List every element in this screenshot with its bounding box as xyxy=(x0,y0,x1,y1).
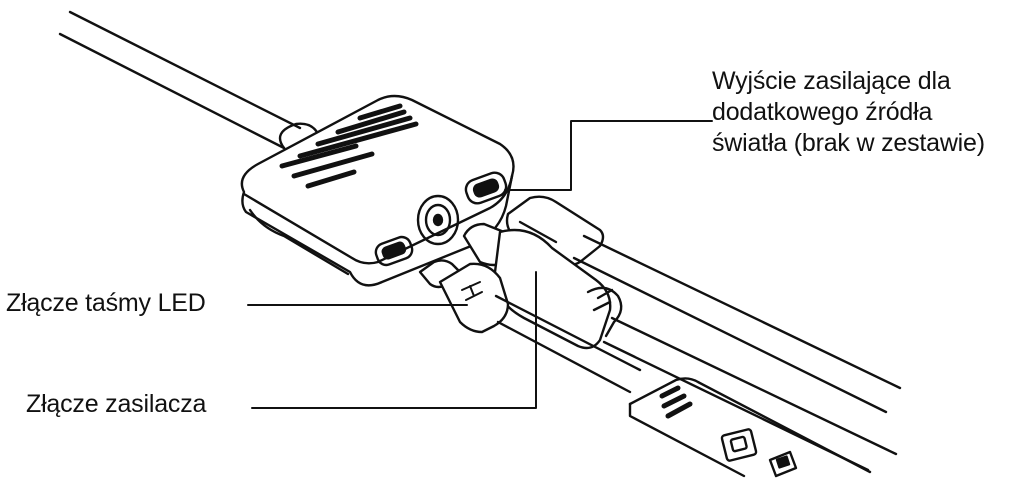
dc-plug xyxy=(462,222,898,472)
leader-output xyxy=(504,120,713,191)
usb-port-left xyxy=(374,235,414,267)
dc-jack-port xyxy=(416,194,460,246)
label-led-connector: Złącze taśmy LED xyxy=(6,289,206,317)
label-output-line1: Wyjście zasilające dla xyxy=(712,67,951,95)
vent-slots xyxy=(279,103,419,189)
usb-output-port xyxy=(464,171,508,205)
leader-lines xyxy=(247,120,713,409)
micro-usb-plug xyxy=(418,259,642,394)
label-power-connector: Złącze zasilacza xyxy=(26,390,207,418)
label-output-line2: dodatkowego źródła xyxy=(712,98,933,126)
splitter-hub xyxy=(240,94,515,287)
led-strip xyxy=(628,377,872,478)
input-cable xyxy=(58,10,320,150)
label-output-port: Wyjście zasilające dla dodatkowego źródł… xyxy=(712,66,985,159)
label-output-line3: światła (brak w zestawie) xyxy=(712,129,985,157)
leader-power xyxy=(251,271,537,409)
